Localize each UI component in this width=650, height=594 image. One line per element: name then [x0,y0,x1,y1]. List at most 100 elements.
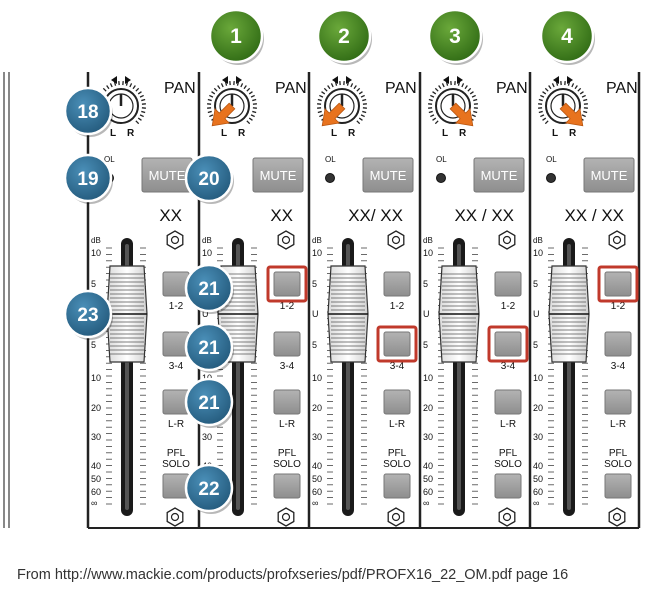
channel-fader[interactable] [438,265,480,363]
mute-button[interactable]: MUTE [141,157,193,193]
mute-button[interactable]: MUTE [252,157,304,193]
scale-label: 30 [312,432,322,442]
hex-screw-icon [498,230,516,250]
scale-label: U [312,309,319,319]
pan-left-label: L [331,128,337,139]
scale-label: 10 [312,373,322,383]
scale-label: 30 [423,432,433,442]
assign-label: L-R [279,419,295,430]
scale-label: dB [91,236,101,245]
ol-led [546,173,556,183]
solo-label: SOLO [162,459,190,470]
mute-button[interactable]: MUTE [473,157,525,193]
scale-label: 50 [312,474,322,484]
hex-screw-icon [277,507,295,527]
highlight-box [487,325,529,363]
scale-label: ∞ [91,498,97,508]
scale-label: dB [423,236,433,245]
ol-led [436,173,446,183]
assign-button-1-2[interactable]: 1-2 [597,265,639,312]
scale-label: 60 [533,487,543,497]
assign-button-1-2[interactable]: 1-2 [494,271,522,312]
scale-label: 10 [533,248,543,258]
highlight-box [266,265,308,303]
assign-button-l-r[interactable]: L-R [273,389,301,430]
callout-badge: 21 [184,322,234,373]
hex-screw-icon [387,230,405,250]
assign-button-1-2[interactable]: 1-2 [266,265,308,312]
assign-button-1-2[interactable]: 1-2 [383,271,411,312]
assign-label: L-R [389,419,405,430]
channel-name: XX / XX [564,206,624,225]
scale-label: dB [533,236,543,245]
scale-label: 10 [91,373,101,383]
pan-label: PAN [275,80,307,97]
pan-direction-arrow [321,102,346,127]
assign-label: L-R [168,419,184,430]
channel-name: XX [159,206,182,225]
channel-fader[interactable] [327,265,369,363]
source-caption: From http://www.mackie.com/products/prof… [17,567,569,583]
channel-fader[interactable] [106,265,148,363]
scale-label: dB [312,236,322,245]
pfl-label: PFL [278,448,297,459]
channel-fader[interactable] [548,265,590,363]
svg-text:21: 21 [198,338,220,359]
pan-right-label: R [459,128,467,139]
scale-label: 10 [91,248,101,258]
pfl-label: PFL [167,448,186,459]
solo-button[interactable] [273,473,301,499]
solo-button[interactable] [383,473,411,499]
assign-button-l-r[interactable]: L-R [162,389,190,430]
scale-label: 40 [423,461,433,471]
pfl-label: PFL [609,448,628,459]
assign-button-3-4[interactable]: 3-4 [273,331,301,372]
mute-button[interactable]: MUTE [362,157,414,193]
callout-badge: 18 [63,86,113,137]
solo-label: SOLO [604,459,632,470]
assign-button-3-4[interactable]: 3-4 [604,331,632,372]
assign-label: 3-4 [169,361,184,372]
scale-label: ∞ [533,498,539,508]
solo-button[interactable] [604,473,632,499]
assign-button-3-4[interactable]: 3-4 [376,325,418,372]
scale-label: dB [202,236,212,245]
assign-button-3-4[interactable]: 3-4 [487,325,529,372]
pan-label: PAN [606,80,638,97]
hex-screw-icon [387,507,405,527]
assign-button-l-r[interactable]: L-R [494,389,522,430]
ol-label: OL [436,155,447,164]
channel-number-badge: 4 [539,8,595,65]
assign-label: 1-2 [501,301,516,312]
assign-label: 3-4 [390,361,405,372]
mute-button[interactable]: MUTE [583,157,635,193]
hex-screw-icon [166,230,184,250]
assign-label: L-R [610,419,626,430]
solo-button[interactable] [494,473,522,499]
pan-right-label: R [348,128,356,139]
scale-label: 60 [423,487,433,497]
scale-label: 30 [91,432,101,442]
pan-direction-arrow [211,102,236,127]
assign-label: 3-4 [280,361,295,372]
assign-label: 1-2 [611,301,626,312]
highlight-box [597,265,639,303]
scale-label: 5 [312,340,317,350]
scale-label: 5 [91,279,96,289]
assign-label: 3-4 [501,361,516,372]
pan-direction-arrow [559,102,584,127]
svg-text:2: 2 [338,25,350,48]
scale-label: 10 [423,373,433,383]
assign-label: 1-2 [280,301,295,312]
assign-button-3-4[interactable]: 3-4 [162,331,190,372]
assign-button-l-r[interactable]: L-R [604,389,632,430]
assign-button-l-r[interactable]: L-R [383,389,411,430]
hex-screw-icon [277,230,295,250]
ol-label: OL [104,155,115,164]
mute-label: MUTE [149,168,186,183]
scale-label: 60 [312,487,322,497]
ol-led [325,173,335,183]
mute-label: MUTE [481,168,518,183]
